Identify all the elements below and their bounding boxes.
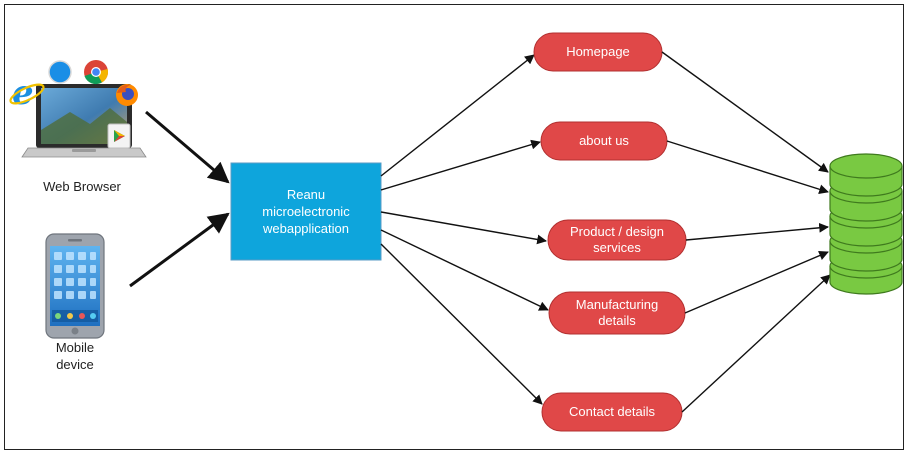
- chrome-icon: [84, 60, 108, 85]
- arrow-contact-to-db: [681, 274, 831, 413]
- manufacturing-label: Manufacturing details: [575, 297, 659, 328]
- arrow-app-to-about: [380, 139, 541, 191]
- media-icon: [107, 123, 131, 149]
- safari-icon: [48, 60, 72, 84]
- web-browser-label: Web Browser: [43, 179, 121, 194]
- arrow-homepage-to-db: [661, 51, 829, 173]
- database-icon: [829, 153, 903, 295]
- contact-details-label: Contact details: [569, 404, 655, 419]
- laptop-icon: [21, 84, 147, 158]
- product-design-label: Product / design services: [570, 224, 664, 255]
- arrow-app-to-manufacturing: [380, 229, 549, 311]
- ie-icon: e: [9, 73, 45, 113]
- arrow-product-to-db: [685, 222, 829, 241]
- arrow-browser-to-app: [145, 110, 230, 184]
- arrow-about-to-db: [666, 140, 829, 195]
- arrow-app-to-product: [380, 211, 547, 245]
- arrow-app-to-contact: [380, 243, 543, 405]
- arrow-manufacturing-to-db: [684, 250, 829, 314]
- about-us-label: about us: [579, 133, 629, 148]
- homepage-label: Homepage: [566, 44, 630, 59]
- central-app-node: [230, 162, 382, 261]
- mobile-device-label: Mobile device: [55, 340, 95, 372]
- firefox-icon: [116, 84, 138, 106]
- diagram-frame: [4, 4, 904, 450]
- arrow-app-to-homepage: [380, 54, 535, 177]
- arrow-mobile-to-app: [129, 212, 230, 288]
- central-app-label: Reanu microelectronic webapplication: [262, 187, 350, 236]
- smartphone-icon: [45, 233, 105, 339]
